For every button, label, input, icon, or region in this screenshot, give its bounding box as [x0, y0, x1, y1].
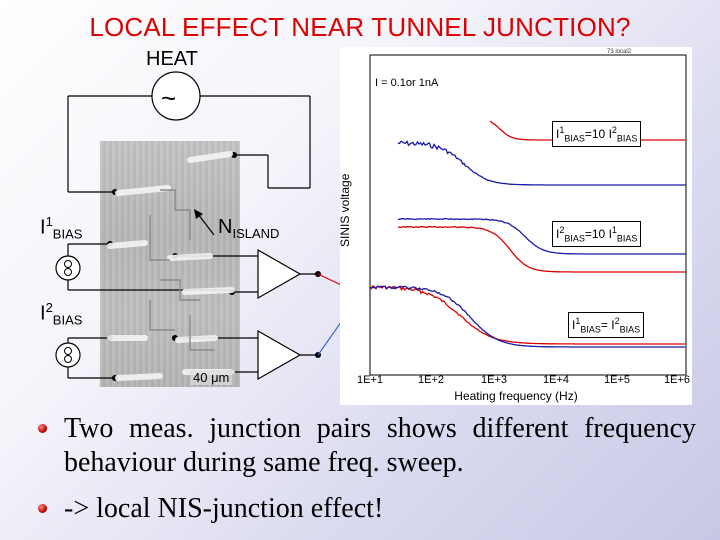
x-tick: 1E+4 — [543, 374, 569, 386]
bias2-label: I2BIAS — [40, 300, 83, 328]
plot-xlabel: Heating frequency (Hz) — [454, 389, 578, 403]
bias1-label: I1BIAS — [40, 214, 83, 242]
legend-box-2: I2BIAS=10 I1BIAS — [552, 221, 642, 248]
current-note: I = 0.1or 1nA — [375, 77, 439, 89]
bullet-text: Two meas. junction pairs shows different… — [64, 413, 696, 478]
x-tick: 1E+5 — [604, 374, 630, 386]
amplifier-2-icon — [257, 329, 302, 381]
legend-box-1: I1BIAS=10 I2BIAS — [552, 121, 642, 148]
sem-micrograph — [100, 141, 240, 387]
plot-panel: 73 local2 I = 0.1or 1nA SINIS voltage He… — [338, 47, 692, 405]
bullet-dot-icon — [38, 424, 47, 433]
bullet-item: -> local NIS-junction effect! — [36, 492, 696, 526]
x-tick: 1E+2 — [418, 374, 444, 386]
blue-trace-2 — [397, 217, 686, 255]
scale-bar-label: 40 μm — [190, 370, 233, 385]
red-trace-3 — [369, 284, 685, 345]
legend-box-3: I1BIAS= I2BIAS — [568, 312, 645, 339]
corner-tag: 73 local2 — [607, 49, 632, 55]
slide-title: LOCAL EFFECT NEAR TUNNEL JUNCTION? — [89, 12, 631, 42]
bullet-text: -> local NIS-junction effect! — [64, 493, 384, 524]
blue-trace-3 — [369, 285, 685, 348]
bullet-item: Two meas. junction pairs shows different… — [36, 412, 696, 480]
heat-label: HEAT — [146, 48, 198, 70]
bullet-list: Two meas. junction pairs shows different… — [36, 412, 696, 538]
bullet-dot-icon — [38, 504, 47, 513]
heat-source-icon — [151, 71, 201, 121]
x-tick: 1E+6 — [664, 374, 690, 386]
plot-ylabel: SINIS voltage — [338, 173, 352, 247]
x-tick: 1E+3 — [481, 374, 507, 386]
heat-symbol: ~ — [161, 83, 177, 113]
red-trace-2 — [397, 225, 686, 273]
amplifier-1-icon — [257, 248, 302, 300]
x-tick: 1E+1 — [357, 374, 383, 386]
blue-trace-1 — [397, 139, 686, 186]
island-label: NISLAND — [218, 216, 280, 241]
